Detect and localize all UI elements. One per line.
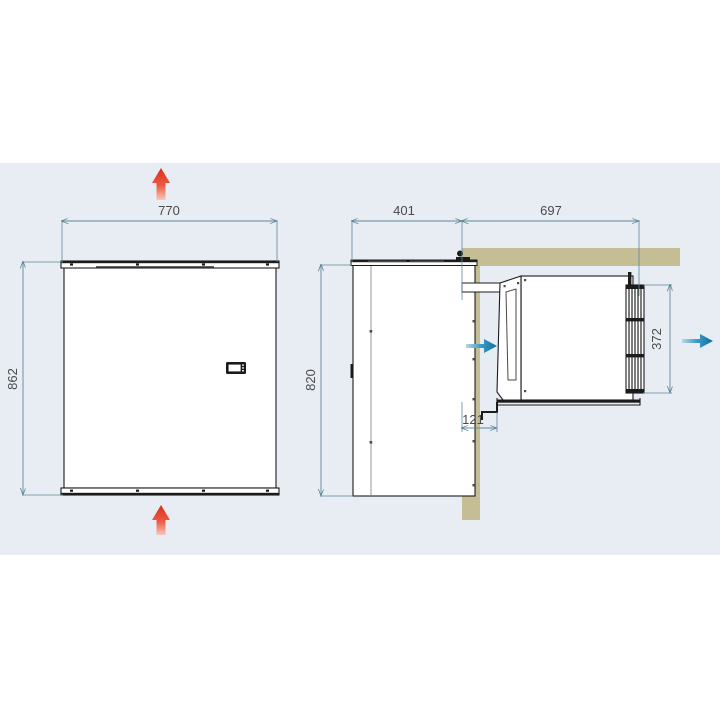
dimension-820-label: 820 (303, 369, 318, 391)
bottom-trim (60, 487, 280, 496)
dimension-372: 372 (643, 285, 672, 393)
dimension-401-label: 401 (393, 203, 415, 218)
condenser-grille (625, 284, 645, 394)
dimension-121: 121 (462, 402, 497, 432)
side-view: 401 697 820 372 (303, 203, 713, 520)
angled-access-panel (496, 275, 522, 401)
dimension-770-label: 770 (158, 203, 180, 218)
ceiling-section (462, 248, 680, 266)
dimension-770: 770 (62, 203, 277, 262)
condenser-housing (461, 272, 641, 420)
dimension-121-label: 121 (462, 412, 484, 427)
side-intake-airflow-arrow (466, 337, 497, 353)
evaporator-housing (350, 250, 478, 497)
front-top-airflow-arrow (152, 168, 170, 200)
drain-bracket (481, 402, 498, 420)
dimension-820: 820 (303, 265, 352, 496)
panel-cutout (505, 288, 517, 381)
dimension-862-label: 862 (5, 368, 20, 390)
top-trim (60, 260, 280, 269)
dimension-697: 697 (462, 203, 639, 296)
dimension-401: 401 (352, 203, 462, 300)
side-exhaust-airflow-arrow (682, 332, 713, 348)
front-bottom-airflow-arrow (152, 505, 170, 535)
cabinet-door (63, 265, 277, 489)
control-panel-display[interactable] (226, 362, 246, 374)
front-view: 770 862 (5, 168, 280, 535)
dimension-697-label: 697 (540, 203, 562, 218)
dimension-862: 862 (5, 262, 63, 495)
dimension-372-label: 372 (649, 328, 664, 350)
